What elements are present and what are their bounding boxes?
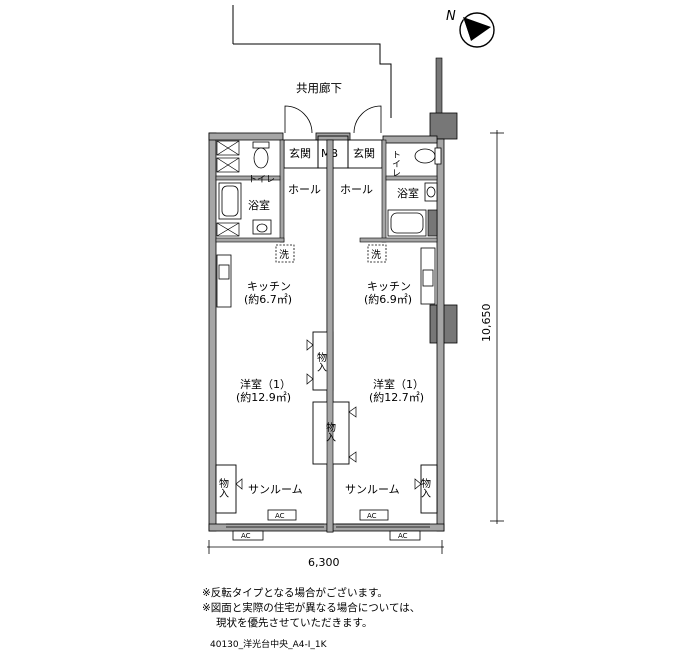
left-toilet-label: トイレ — [248, 175, 275, 185]
left-room-name: 洋室（1） — [240, 377, 291, 391]
left-storage-label: 物入 — [217, 477, 229, 498]
width-dimension-line — [207, 540, 444, 554]
north-arrow-icon: N — [446, 9, 495, 48]
north-label: N — [446, 9, 456, 24]
right-sunroom-storage — [420, 464, 438, 514]
right-hall-label: ホール — [340, 183, 373, 196]
width-dimension-label: 6,300 — [308, 556, 340, 569]
right-storage-label: 物入 — [419, 477, 431, 498]
right-ac-indoor: AC — [367, 512, 377, 520]
right-toilet-label: トイレ — [390, 150, 401, 177]
right-washbasin-icon — [424, 182, 438, 202]
note-line: ※図面と実際の住宅が異なる場合については、 — [202, 602, 421, 614]
center-storage-label-1: 物入 — [315, 351, 327, 372]
center-storage-label-2: 物入 — [324, 421, 336, 442]
left-toilet-icon — [252, 141, 270, 169]
right-bathtub-icon — [387, 209, 427, 237]
right-room-name: 洋室（1） — [373, 377, 424, 391]
left-kitchen-name: キッチン — [247, 280, 291, 293]
left-storage-door-marker — [235, 478, 243, 490]
right-laundry-label: 洗 — [371, 249, 381, 261]
right-room-area: (約12.7㎡) — [369, 390, 424, 404]
left-laundry-label: 洗 — [279, 249, 289, 261]
right-ac-outdoor: AC — [398, 532, 408, 540]
left-entrance-label: 玄関 — [289, 146, 311, 160]
left-bathtub-icon — [218, 182, 242, 220]
file-code: 40130_洋光台中央_A4-I_1K — [210, 640, 327, 650]
depth-dimension-line — [490, 130, 504, 524]
left-sunroom-storage — [215, 464, 237, 514]
right-duct — [427, 209, 438, 237]
left-kitchen-area: (約6.7㎡) — [244, 292, 292, 306]
depth-dimension-label: 10,650 — [480, 304, 493, 343]
right-unit-partitions — [359, 139, 438, 243]
left-ventilation-ducts — [216, 140, 240, 237]
disclaimer-notes: ※反転タイプとなる場合がございます。 ※図面と実際の住宅が異なる場合については、… — [202, 586, 420, 631]
left-sunroom-label: サンルーム — [248, 483, 303, 496]
left-ac-indoor: AC — [275, 512, 285, 520]
right-bath-label: 浴室 — [397, 186, 419, 200]
ac-units — [232, 509, 421, 541]
left-hall-label: ホール — [288, 183, 321, 196]
balcony-windows — [226, 523, 430, 528]
right-laundry-space — [367, 244, 387, 263]
right-toilet-icon — [414, 147, 442, 165]
center-wall-fill — [326, 139, 334, 533]
left-ac-outdoor: AC — [241, 532, 251, 540]
left-bath-label: 浴室 — [248, 198, 270, 212]
corridor-boundary — [232, 5, 392, 118]
left-washbasin-icon — [252, 219, 272, 235]
right-storage-door-marker — [414, 478, 422, 490]
left-laundry-space — [275, 244, 295, 263]
right-sunroom-label: サンルーム — [345, 483, 400, 496]
left-room-area: (約12.9㎡) — [236, 390, 291, 404]
entrance-doors — [284, 105, 382, 134]
note-line: 現状を優先させていただきます。 — [216, 617, 373, 629]
right-kitchen-counter — [420, 247, 436, 305]
note-line: ※反転タイプとなる場合がございます。 — [202, 587, 388, 599]
closet-door-markers — [306, 339, 357, 463]
right-kitchen-name: キッチン — [367, 280, 411, 293]
right-kitchen-area: (約6.9㎡) — [364, 292, 412, 306]
right-entrance-label: 玄関 — [353, 146, 375, 160]
left-kitchen-counter — [216, 254, 232, 308]
corridor-label: 共用廊下 — [296, 81, 342, 95]
left-unit-partitions — [215, 139, 285, 243]
